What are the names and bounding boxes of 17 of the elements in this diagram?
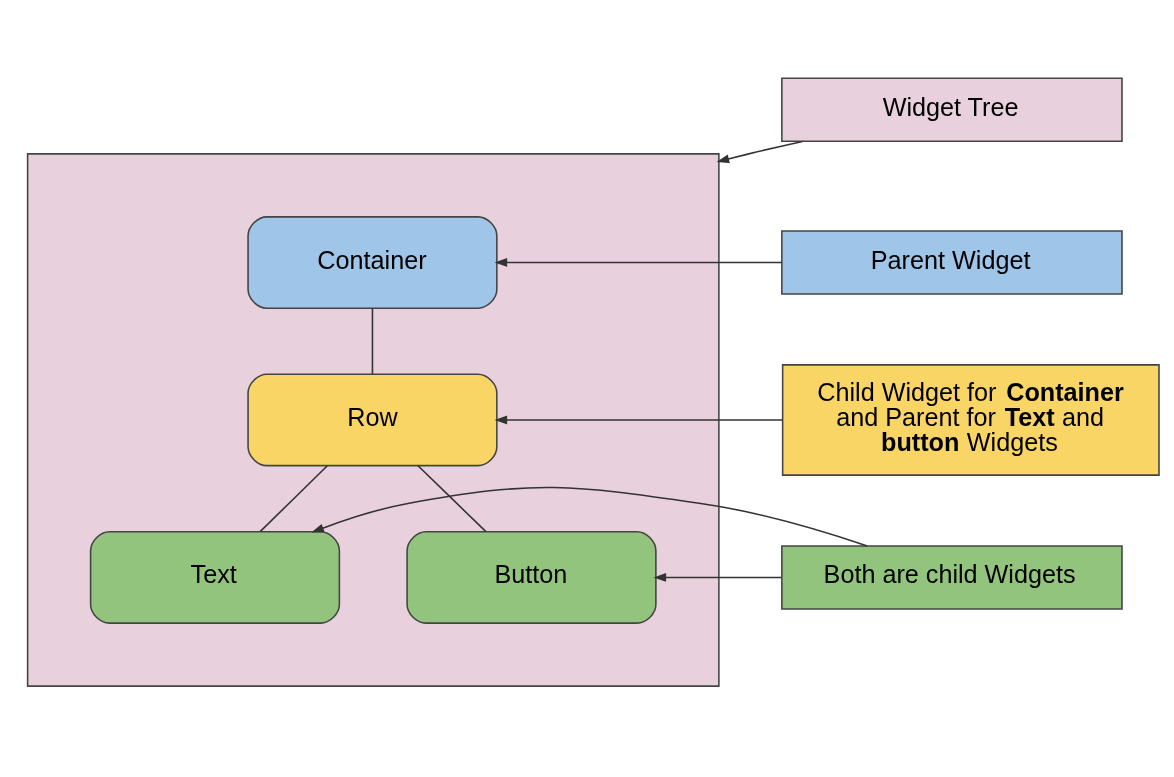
- node-box: Parent Widget: [781, 230, 1123, 295]
- node-box: Container: [247, 216, 498, 309]
- node-box: Text: [89, 531, 341, 624]
- node-box: Button: [406, 531, 657, 624]
- arrow: [494, 415, 784, 425]
- node-box: Both are child Widgets: [781, 545, 1123, 610]
- connector: [259, 465, 329, 533]
- cluster: [26, 153, 720, 687]
- arrow: [311, 486, 869, 547]
- arrow: [716, 140, 804, 164]
- node-box: Row: [247, 373, 498, 467]
- arrow: [494, 258, 783, 267]
- node-box: Widget Tree: [781, 77, 1123, 143]
- connector: [417, 465, 487, 533]
- arrow: [653, 573, 783, 582]
- node-box: Child Widget for Container and Parent for Text and button Widgets: [781, 364, 1160, 476]
- connector: [371, 307, 374, 375]
